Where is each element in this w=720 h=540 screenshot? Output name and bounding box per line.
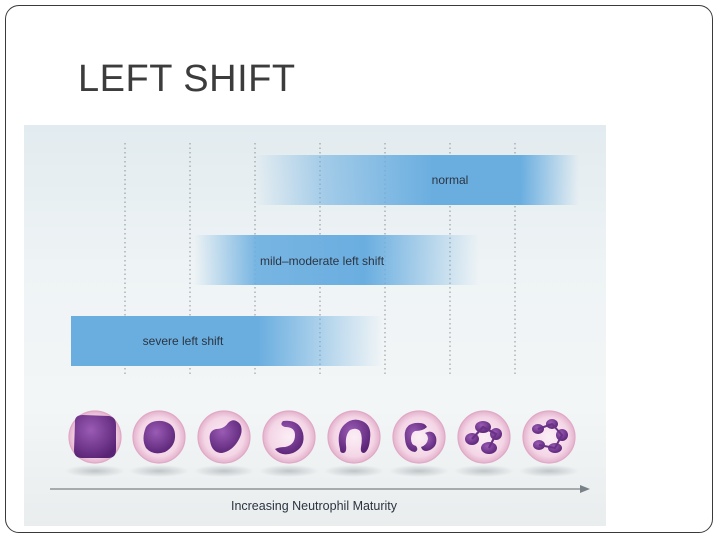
axis-label: Increasing Neutrophil Maturity — [231, 499, 398, 513]
maturity-axis: Increasing Neutrophil Maturity — [50, 485, 590, 513]
cell-6-shadow — [389, 465, 449, 477]
cell-5-nucleus — [338, 419, 371, 453]
cell-band — [324, 410, 384, 477]
left-shift-diagram: normal mild–moderate left shift severe l… — [50, 143, 590, 513]
band-severe — [71, 316, 383, 366]
cell-7-strand — [471, 425, 498, 449]
cell-7-shadow — [454, 465, 514, 477]
cell-4-body — [262, 410, 316, 464]
cell-myeloblast — [65, 410, 125, 477]
band-mild-moderate — [194, 235, 479, 285]
cell-5-shadow — [324, 465, 384, 477]
cell-4-nucleus — [275, 420, 304, 455]
cell-8-body — [522, 410, 576, 464]
cell-2-shadow — [129, 465, 189, 477]
slide-title: LEFT SHIFT — [78, 58, 296, 100]
band-mild-moderate-label: mild–moderate left shift — [260, 254, 385, 268]
cell-segmented — [454, 410, 514, 477]
cell-6-body — [392, 410, 446, 464]
cell-early-segmented — [389, 410, 449, 477]
cell-1-shadow — [65, 465, 125, 477]
cell-3-nucleus — [209, 420, 242, 453]
cell-8-shadow — [519, 465, 579, 477]
cell-6-nucleus-a — [404, 422, 427, 452]
cell-hypersegmented — [519, 410, 579, 477]
cell-6-nucleus-b — [421, 431, 437, 451]
cell-5-body — [327, 410, 381, 464]
cell-4-shadow — [259, 465, 319, 477]
axis-arrowhead — [580, 485, 590, 493]
band-normal — [254, 155, 579, 205]
cell-3-shadow — [194, 465, 254, 477]
cell-2-nucleus — [143, 420, 176, 454]
cell-promyelocyte — [129, 410, 189, 477]
left-shift-figure: normal mild–moderate left shift severe l… — [24, 125, 606, 526]
band-severe-label: severe left shift — [143, 334, 224, 348]
cell-8-strand — [537, 422, 564, 450]
cell-metamyelocyte — [259, 410, 319, 477]
cell-row — [65, 410, 579, 477]
cell-1-nucleus — [74, 415, 116, 458]
band-normal-label: normal — [432, 173, 469, 187]
cell-myelocyte — [194, 410, 254, 477]
cell-7-body — [457, 410, 511, 464]
